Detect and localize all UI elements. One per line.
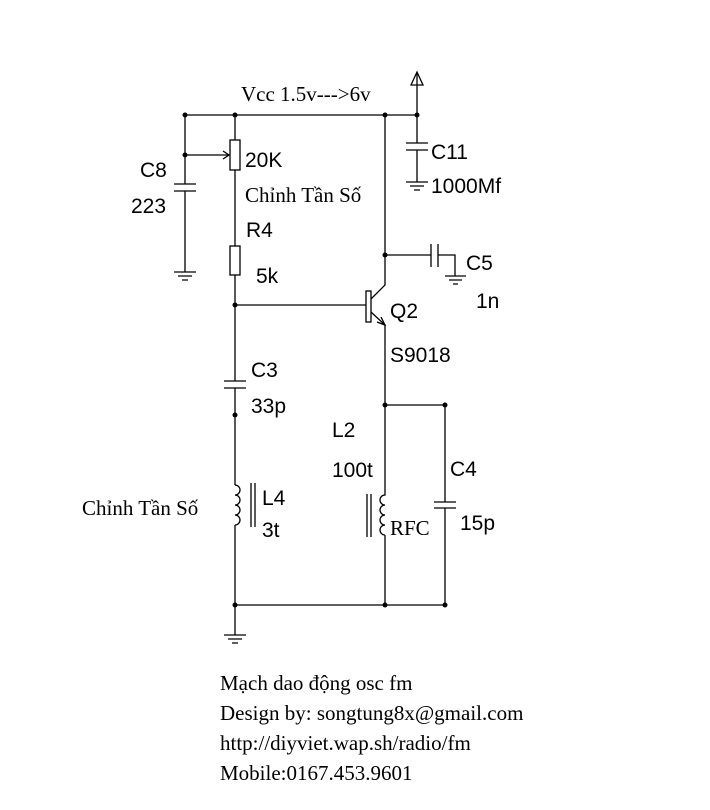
- vcc-arrow-icon: [409, 70, 425, 86]
- l4-name: L4: [262, 487, 286, 510]
- l4-value: 3t: [262, 519, 280, 542]
- l4-note: Chỉnh Tần Số: [82, 496, 199, 520]
- transistor-q2: [365, 290, 372, 323]
- c8-name: C8: [140, 159, 167, 182]
- c11-name: C11: [431, 141, 468, 164]
- l2-name: L2: [332, 419, 355, 442]
- pot-note: Chỉnh Tần Số: [245, 183, 362, 207]
- vcc-label: Vcc 1.5v--->6v: [241, 82, 371, 106]
- q2-value: S9018: [390, 344, 451, 367]
- pot-value: 20K: [245, 149, 282, 172]
- footer-title: Mạch dao động osc fm: [220, 671, 412, 695]
- c3-name: C3: [251, 359, 278, 382]
- q2-name: Q2: [390, 300, 418, 323]
- junction-dots: [182, 112, 448, 608]
- footer-design: Design by: songtung8x@gmail.com: [220, 701, 523, 725]
- c4-name: C4: [450, 458, 477, 481]
- c3-value: 33p: [251, 395, 286, 418]
- footer-mobile: Mobile:0167.453.9601: [220, 761, 413, 785]
- c4-value: 15p: [460, 512, 495, 535]
- inductor-l2: [379, 405, 386, 605]
- c5-name: C5: [466, 252, 493, 275]
- l2-value: 100t: [332, 459, 373, 482]
- c11-value: 1000Mf: [431, 175, 501, 198]
- footer-url: http://diyviet.wap.sh/radio/fm: [220, 731, 471, 755]
- inductor-l4: [234, 484, 241, 605]
- pot-20k: [229, 139, 241, 171]
- c5-value: 1n: [476, 290, 499, 313]
- r4-value: 5k: [256, 265, 279, 288]
- c8-value: 223: [131, 195, 166, 218]
- l2-note: RFC: [390, 516, 430, 540]
- resistor-r4: [229, 245, 241, 276]
- r4-name: R4: [246, 219, 273, 242]
